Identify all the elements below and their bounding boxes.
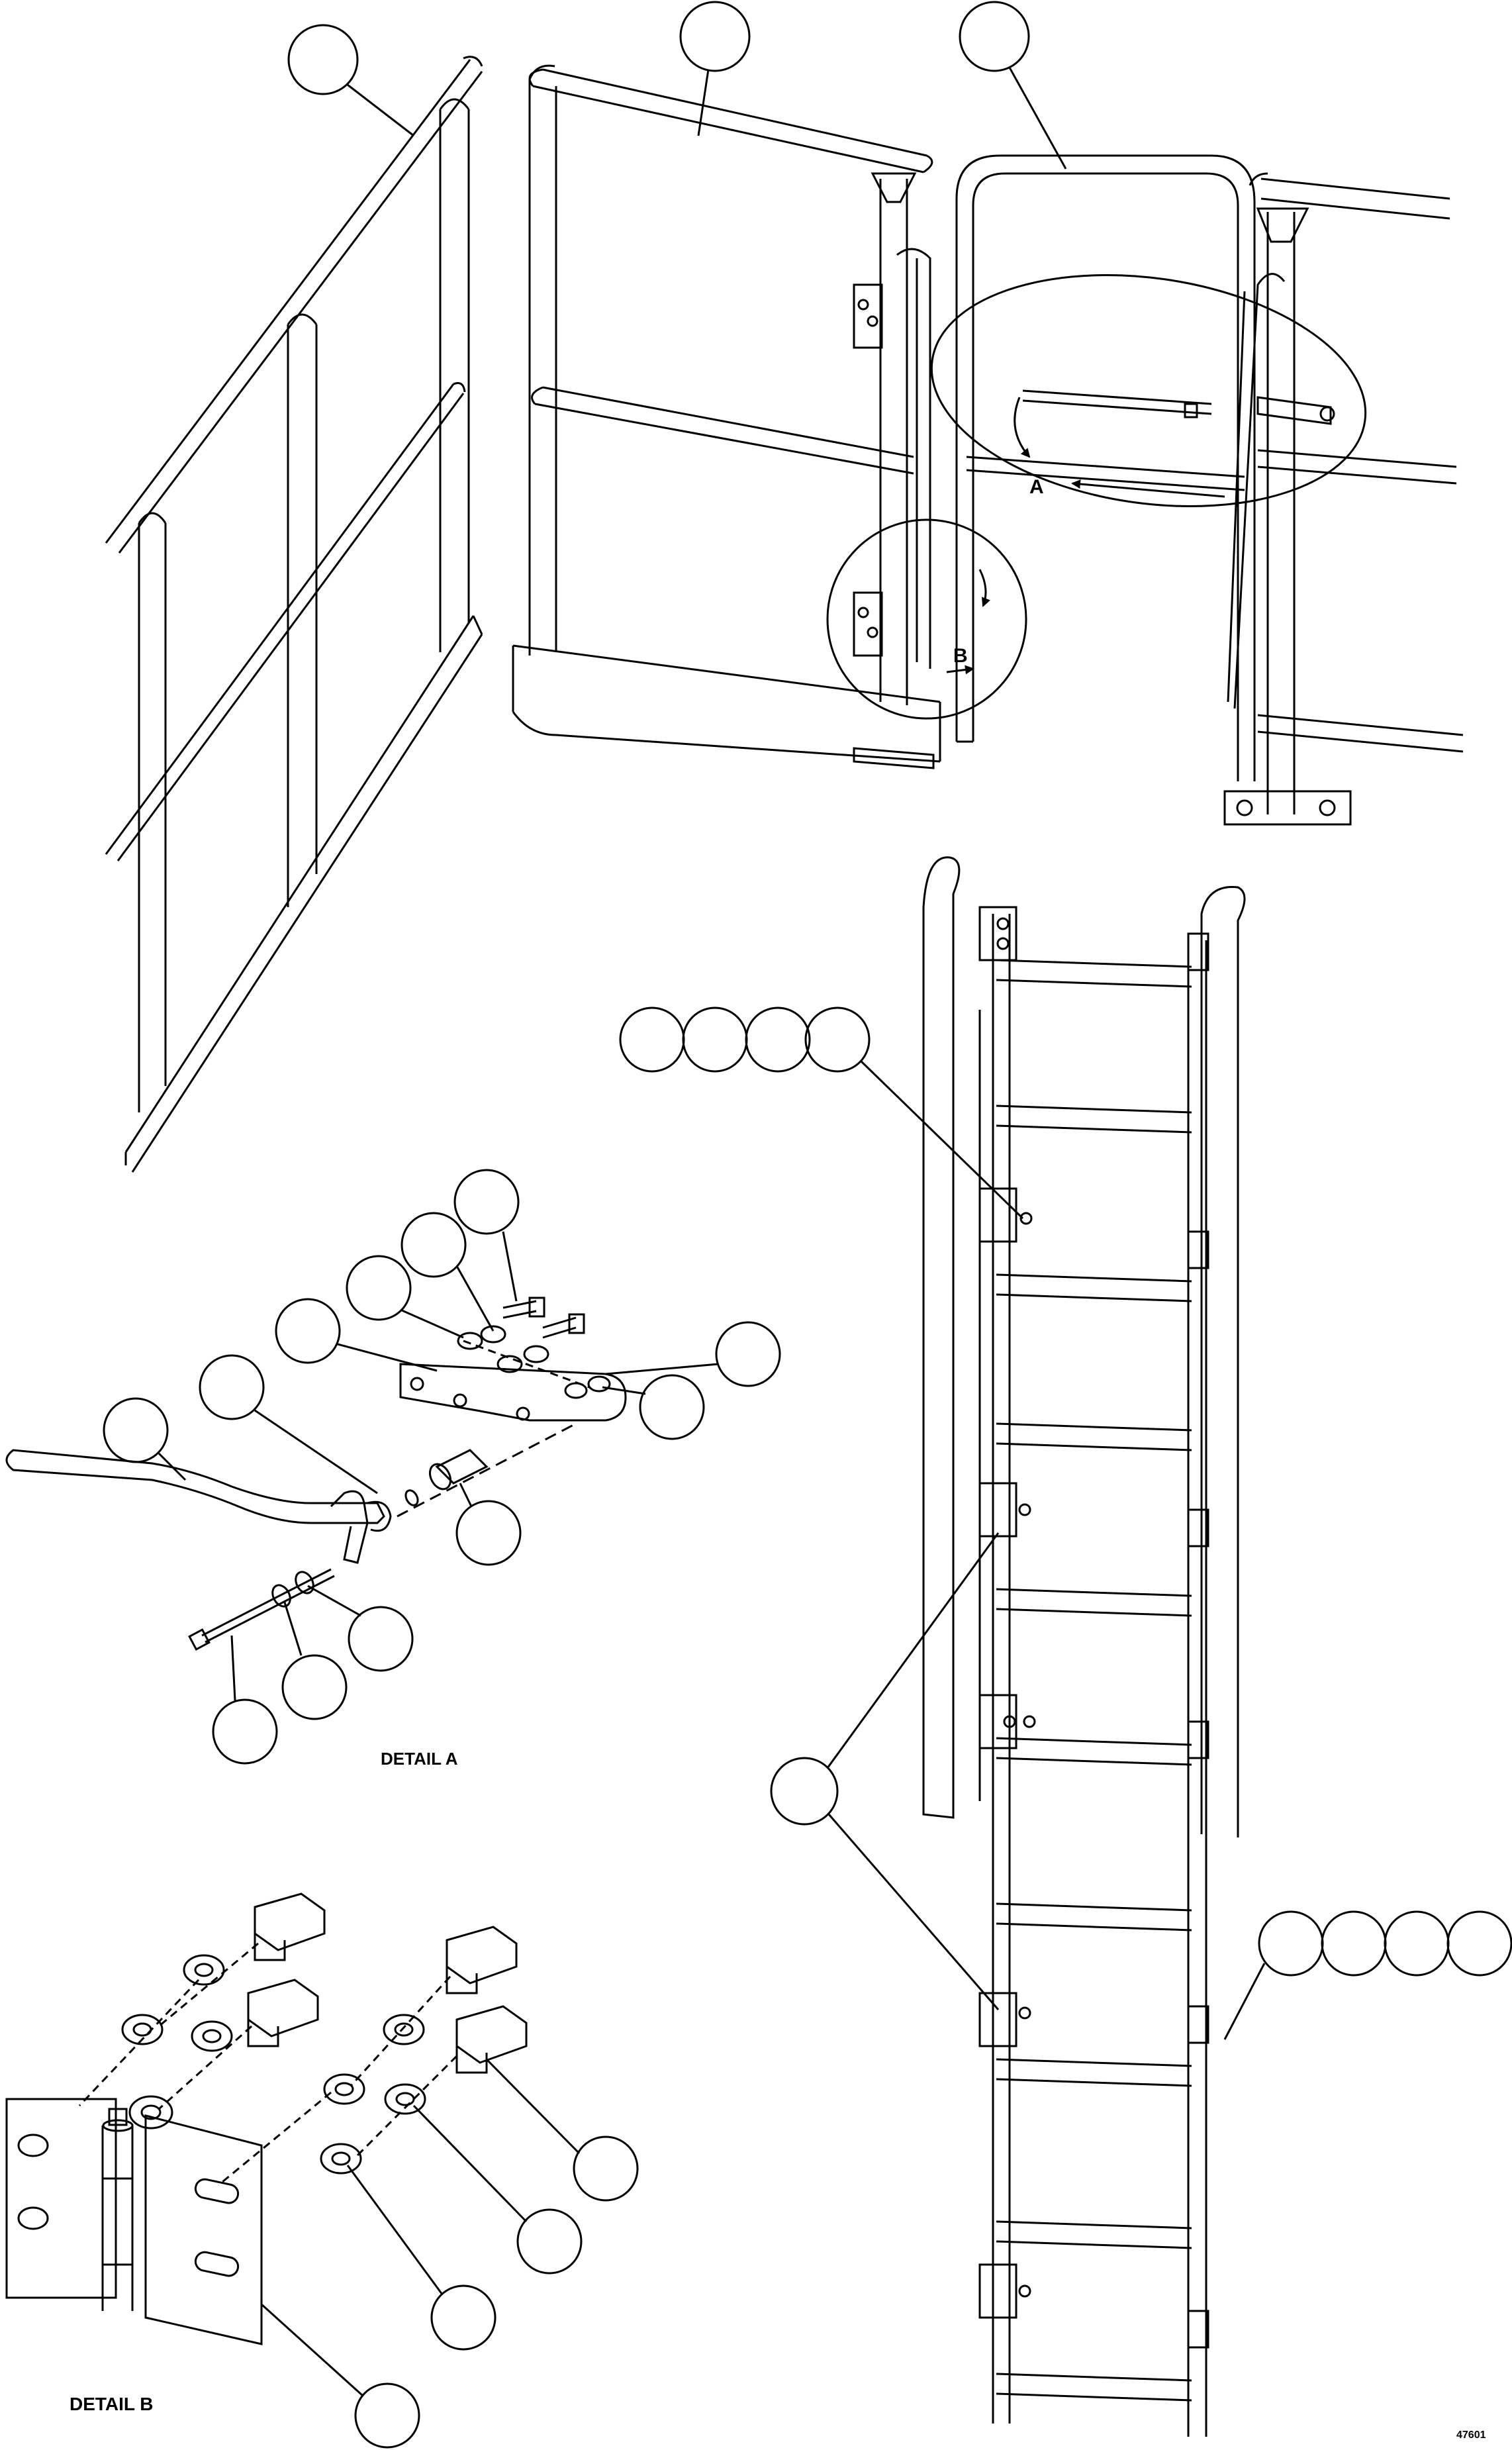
- callout-balloon: [619, 1006, 685, 1073]
- callout-balloon: [354, 2382, 420, 2449]
- detail-b-arrow-2: [978, 569, 990, 607]
- callout-balloon: [516, 2208, 583, 2275]
- drawing-number: 47601: [1456, 2429, 1486, 2441]
- callout-balloon: [770, 1757, 839, 1826]
- callout-balloon: [573, 2135, 639, 2202]
- callout-balloon: [1446, 1910, 1512, 1977]
- callout-balloon: [281, 1654, 348, 1720]
- ladder-assembly: [922, 856, 1246, 2437]
- callout-balloon: [401, 1212, 467, 1278]
- callout-balloon: [430, 2284, 496, 2351]
- callout-balloon: [287, 24, 359, 95]
- detail-a-arrow-2: [1071, 479, 1225, 498]
- callout-balloon: [1258, 1910, 1324, 1977]
- callout-balloon: [682, 1006, 748, 1073]
- detail-b-title: DETAIL B: [70, 2394, 154, 2414]
- callout-balloon: [199, 1354, 265, 1420]
- callout-balloon: [455, 1500, 522, 1566]
- callout-balloon: [453, 1169, 520, 1235]
- detail-b-callout-circle: [826, 518, 1027, 720]
- callout-balloon: [346, 1255, 412, 1321]
- guardrail-section: [512, 64, 941, 769]
- callout-balloon: [212, 1698, 278, 1765]
- detail-a-title: DETAIL A: [381, 1749, 458, 1769]
- view-b-letter: B: [953, 645, 968, 667]
- callout-balloon: [959, 1, 1030, 72]
- detail-a-latch-exploded: [5, 1297, 627, 1651]
- callout-balloon: [804, 1006, 871, 1073]
- callout-balloon: [1321, 1910, 1387, 1977]
- safety-gate: [955, 154, 1464, 826]
- callout-balloon: [639, 1374, 705, 1440]
- detail-b-arrow: [946, 665, 974, 675]
- detail-a-arrow: [1014, 397, 1031, 458]
- callout-balloons: [103, 1, 1512, 2449]
- callout-balloon: [679, 1, 751, 72]
- view-a-letter: A: [1029, 476, 1044, 498]
- callout-balloon: [745, 1006, 811, 1073]
- callout-balloon: [103, 1397, 169, 1463]
- detail-a-callout-circle: [930, 274, 1367, 507]
- callout-balloon: [275, 1298, 341, 1364]
- callout-balloon: [348, 1606, 414, 1672]
- detail-b-hinge-exploded: [5, 1892, 528, 2345]
- stair-handrail: [105, 56, 483, 1173]
- callout-balloon: [715, 1321, 781, 1387]
- callout-balloon: [1384, 1910, 1450, 1977]
